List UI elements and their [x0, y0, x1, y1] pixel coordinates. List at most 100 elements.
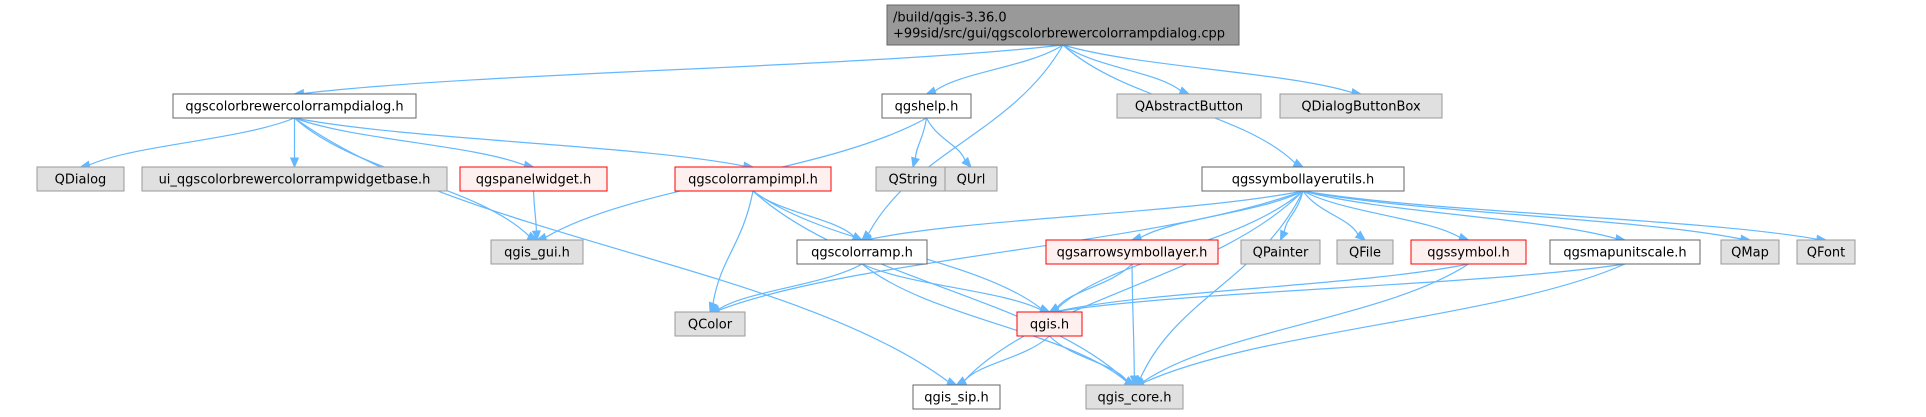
node-qgis_sip[interactable]: qgis_sip.h — [912, 384, 1001, 410]
edge-arrowhead — [708, 301, 718, 314]
edge-symlayerutils-to-qfont — [1302, 190, 1828, 244]
edge-qgis_h-to-qgis_sip — [955, 335, 1050, 386]
node-box[interactable] — [1240, 239, 1321, 265]
node-box[interactable] — [1085, 384, 1184, 410]
node-box[interactable] — [459, 166, 608, 192]
node-box[interactable] — [490, 239, 584, 265]
node-box[interactable] — [1045, 239, 1219, 265]
node-label: qgis_gui.h — [504, 246, 570, 261]
node-label: qgspanelwidget.h — [476, 173, 592, 188]
node-qdialogbuttonbox[interactable]: QDialogButtonBox — [1279, 93, 1443, 119]
edge-arrowhead — [911, 156, 920, 169]
edge-root-to-qdialogbuttonbox — [1062, 44, 1363, 97]
node-box[interactable] — [1201, 166, 1405, 192]
edge-arrowhead — [1354, 230, 1367, 241]
edge-line — [1058, 263, 1626, 312]
node-box[interactable] — [1336, 239, 1394, 265]
node-box[interactable] — [944, 166, 998, 192]
edge-symlayerutils-to-qfile — [1302, 190, 1367, 241]
edge-line — [294, 117, 745, 167]
node-box[interactable] — [36, 166, 125, 192]
edge-line — [294, 117, 949, 383]
edge-arrowhead — [1279, 229, 1289, 242]
edge-symlayerutils-to-qgis_sip — [955, 190, 1304, 386]
edge-symlayerutils-to-colorramp — [860, 190, 1304, 244]
node-qstring[interactable]: QString — [875, 166, 951, 192]
edge-qgshelp-to-qstring — [911, 117, 928, 169]
node-box[interactable] — [1796, 239, 1856, 265]
node-root[interactable]: /build/qgis-3.36.0+99sid/src/gui/qgscolo… — [886, 4, 1240, 46]
edge-colorramp-to-qgis_core — [861, 263, 1136, 386]
node-label: qgis_core.h — [1098, 391, 1172, 406]
edge-line — [1302, 190, 1461, 238]
node-dialog_h[interactable]: qgscolorbrewercolorrampdialog.h — [172, 93, 417, 119]
node-box[interactable] — [674, 311, 746, 337]
node-box[interactable] — [172, 93, 417, 119]
edge-root-to-colorramp — [861, 44, 1064, 241]
node-box[interactable] — [886, 4, 1240, 46]
edge-colorramp-to-qgis_h — [861, 263, 1051, 315]
edge-symlayerutils-to-qgis_core — [1133, 190, 1304, 386]
node-box[interactable] — [1116, 93, 1262, 119]
edge-arrowhead — [1123, 376, 1136, 386]
edge-colorrampimpl-to-colorramp — [752, 190, 864, 241]
node-label: qgsmapunitscale.h — [1563, 246, 1686, 261]
node-box[interactable] — [1279, 93, 1443, 119]
node-arrowsymlayer[interactable]: qgsarrowsymbollayer.h — [1045, 239, 1219, 265]
node-qabstractbutton[interactable]: QAbstractButton — [1116, 93, 1262, 119]
node-label: qgssymbol.h — [1427, 246, 1510, 261]
node-box[interactable] — [1549, 239, 1701, 265]
node-qgis_h[interactable]: qgis.h — [1016, 311, 1083, 337]
edge-symlayerutils-to-qmap — [1302, 190, 1752, 244]
node-box[interactable] — [912, 384, 1001, 410]
edge-root-to-qgshelp — [925, 44, 1064, 96]
node-box[interactable] — [796, 239, 928, 265]
edge-line — [712, 190, 754, 304]
node-qgis_core[interactable]: qgis_core.h — [1085, 384, 1184, 410]
node-colorramp[interactable]: qgscolorramp.h — [796, 239, 928, 265]
node-qfont[interactable]: QFont — [1796, 239, 1856, 265]
edge-line — [303, 44, 1064, 95]
node-qdialog[interactable]: QDialog — [36, 166, 125, 192]
node-box[interactable] — [1720, 239, 1780, 265]
edge-dialog_h-to-qdialog — [79, 117, 295, 170]
node-label: qgscolorramp.h — [811, 246, 913, 261]
node-qgis_gui[interactable]: qgis_gui.h — [490, 239, 584, 265]
node-label: QDialog — [55, 173, 107, 188]
node-label: qgshelp.h — [895, 100, 959, 115]
edge-mapunitscale-to-qgis_h — [1048, 263, 1626, 316]
edge-symlayerutils-to-arrowsymlayer — [1130, 190, 1304, 242]
edge-line — [861, 263, 1042, 311]
node-qgssymbol[interactable]: qgssymbol.h — [1410, 239, 1527, 265]
node-mapunitscale[interactable]: qgsmapunitscale.h — [1549, 239, 1701, 265]
edge-line — [1302, 190, 1742, 240]
node-ui_widgetbase[interactable]: ui_qgscolorbrewercolorrampwidgetbase.h — [141, 166, 448, 192]
node-qcolor[interactable]: QColor — [674, 311, 746, 337]
node-panelwidget[interactable]: qgspanelwidget.h — [459, 166, 608, 192]
node-symlayerutils[interactable]: qgssymbollayerutils.h — [1201, 166, 1405, 192]
node-qpainter[interactable]: QPainter — [1240, 239, 1321, 265]
edge-line — [532, 190, 537, 232]
edge-line — [870, 190, 1304, 240]
edge-line — [1062, 44, 1181, 92]
edge-line — [1049, 335, 1128, 381]
node-box[interactable] — [674, 166, 832, 192]
edge-qgis_h-to-qgis_core — [1049, 335, 1136, 386]
node-label: qgscolorbrewercolorrampdialog.h — [185, 100, 403, 115]
edge-line — [1131, 263, 1135, 377]
node-box[interactable] — [141, 166, 448, 192]
edge-arrowsymlayer-to-qgis_core — [1129, 263, 1139, 387]
edge-arrowhead — [955, 376, 968, 386]
node-label: qgscolorrampimpl.h — [688, 173, 818, 188]
node-colorrampimpl[interactable]: qgscolorrampimpl.h — [674, 166, 832, 192]
edge-line — [718, 263, 863, 310]
node-box[interactable] — [1410, 239, 1527, 265]
node-qurl[interactable]: QUrl — [944, 166, 998, 192]
node-qmap[interactable]: QMap — [1720, 239, 1780, 265]
node-qgshelp[interactable]: qgshelp.h — [881, 93, 972, 119]
node-box[interactable] — [881, 93, 972, 119]
node-box[interactable] — [1016, 311, 1083, 337]
edge-dialog_h-to-colorrampimpl — [294, 117, 755, 171]
node-qfile[interactable]: QFile — [1336, 239, 1394, 265]
edge-line — [89, 117, 295, 166]
